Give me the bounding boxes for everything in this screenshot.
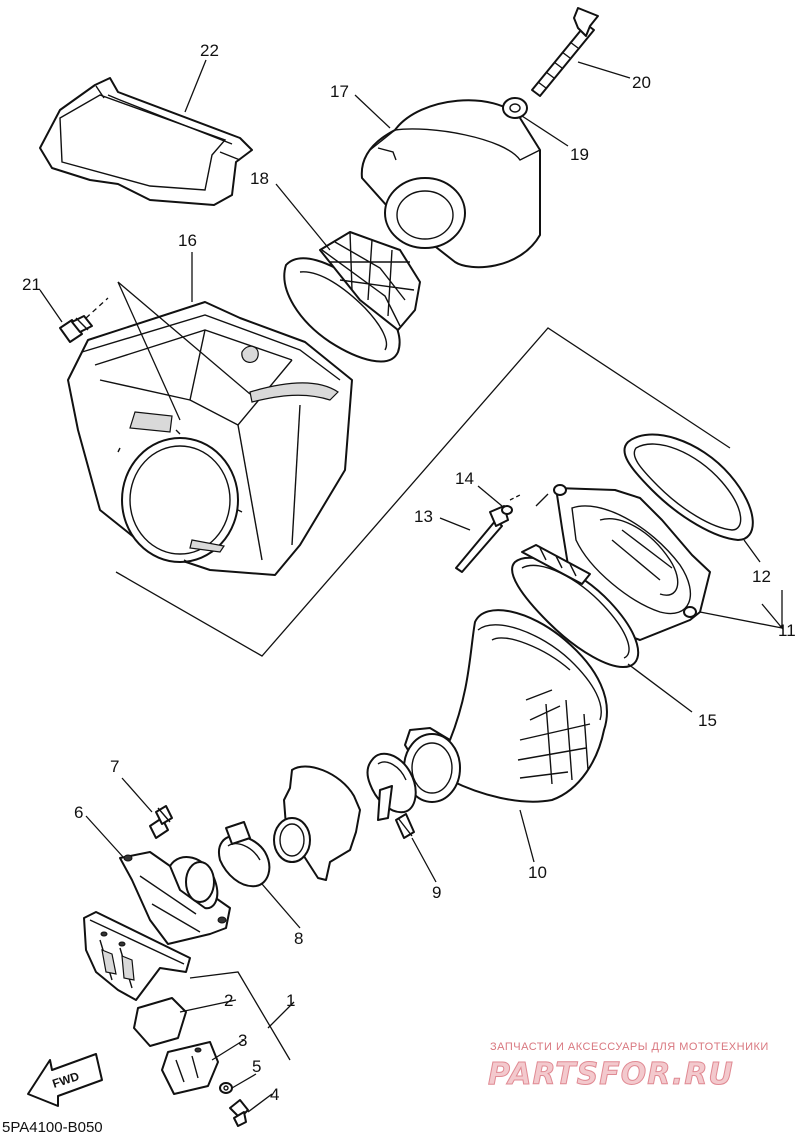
callout-16: 16 [178, 231, 197, 250]
part-6-carb-joint [119, 851, 231, 945]
part-20-bolt [531, 7, 599, 97]
callout-9: 9 [432, 883, 441, 902]
part-3-stopper [161, 1041, 219, 1095]
callout-19: 19 [570, 145, 589, 164]
callout-15: 15 [698, 711, 717, 730]
part-8-clamp [217, 821, 271, 888]
part-10-intake-joint [403, 609, 608, 803]
callout-17: 17 [330, 82, 349, 101]
part-1-reed-valve-assembly [83, 911, 191, 1001]
part-14-washer [501, 505, 513, 515]
callout-8: 8 [294, 929, 303, 948]
callout-2: 2 [224, 991, 233, 1010]
part-7-bolt [149, 805, 173, 839]
callout-18: 18 [250, 169, 269, 188]
callout-22: 22 [200, 41, 219, 60]
callout-20: 20 [632, 73, 651, 92]
watermark-brand: PARTSFOR.RU [488, 1057, 734, 1092]
part-21-screw [59, 315, 93, 343]
callout-14: 14 [455, 469, 474, 488]
callout-13: 13 [414, 507, 433, 526]
part-13-pin [455, 505, 509, 573]
callout-1: 1 [286, 991, 295, 1010]
callout-4: 4 [270, 1085, 279, 1104]
part-2-reed [133, 997, 187, 1047]
fwd-arrow: FWD [27, 1053, 103, 1107]
callout-10: 10 [528, 863, 547, 882]
part-22-cover [39, 77, 253, 206]
diagram-code: 5PA4100-B050 [2, 1119, 103, 1134]
part-16-air-box [67, 301, 353, 576]
callout-12: 12 [752, 567, 771, 586]
leader-lines [39, 59, 783, 1113]
callout-labels: 22 17 20 19 18 16 21 14 13 12 11 15 10 9… [22, 41, 796, 1104]
callout-3: 3 [238, 1031, 247, 1050]
callout-21: 21 [22, 275, 41, 294]
callout-5: 5 [252, 1057, 261, 1076]
watermark: ЗАПЧАСТИ И АКСЕССУАРЫ ДЛЯ МОТОТЕХНИКИ PA… [488, 1041, 769, 1093]
callout-7: 7 [110, 757, 119, 776]
watermark-tagline: ЗАПЧАСТИ И АКСЕССУАРЫ ДЛЯ МОТОТЕХНИКИ [490, 1041, 769, 1053]
part-19-washer [502, 97, 528, 119]
part-17-filter-element [360, 99, 541, 269]
part-5-washer [219, 1082, 233, 1094]
intake-gasket [273, 765, 361, 881]
part-18-filter-cage [283, 231, 421, 363]
callout-6: 6 [74, 803, 83, 822]
part-9-clamp-small [366, 752, 417, 839]
callout-11: 11 [778, 621, 796, 640]
part-12-seal-ring [623, 433, 754, 541]
part-4-screw [229, 1099, 249, 1127]
